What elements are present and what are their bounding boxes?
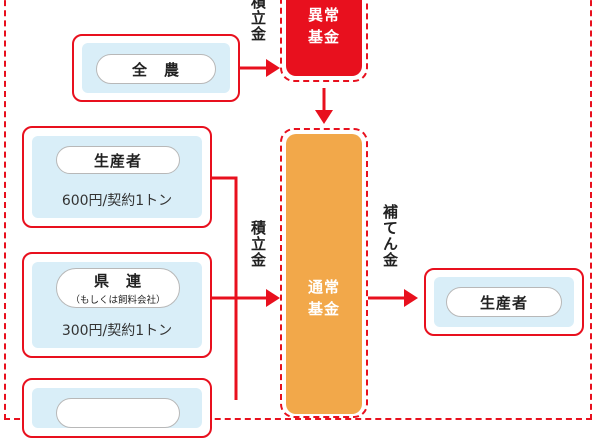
prefecture-sub: （もしくは飼料会社） (70, 295, 166, 306)
arrowhead-zennoh (266, 59, 280, 77)
zennoh-pill: 全 農 (96, 54, 216, 84)
normal-fund-line1: 通常 (307, 278, 340, 296)
reserve-label-top: 積立金 (249, 0, 267, 42)
zennoh-box: 全 農 (72, 34, 240, 102)
zennoh-inner: 全 農 (82, 43, 230, 93)
special-fund-frame (280, 0, 368, 82)
producer-label: 生産者 (93, 151, 142, 170)
special-fund: 異常 基金 (286, 0, 362, 76)
zennoh-label: 全 農 (131, 60, 180, 79)
producer-inner: 生産者 600円/契約1トン (32, 136, 202, 218)
arrowhead-recipient (404, 289, 418, 307)
arrowhead-special-down (315, 110, 333, 124)
connector-producer (212, 176, 238, 400)
prefecture-label: 県 連 (93, 272, 142, 290)
third-source-pill (56, 398, 180, 428)
recipient-inner: 生産者 (434, 277, 574, 327)
prefecture-box: 県 連 （もしくは飼料会社） 300円/契約1トン (22, 252, 212, 358)
compensation-label: 補てん金 (381, 204, 399, 268)
recipient-box: 生産者 (424, 268, 584, 336)
producer-price: 600円/契約1トン (61, 193, 173, 209)
prefecture-pill: 県 連 （もしくは飼料会社） (56, 268, 180, 308)
arrowhead-sources (266, 289, 280, 307)
recipient-pill: 生産者 (446, 287, 562, 317)
producer-box: 生産者 600円/契約1トン (22, 126, 212, 228)
prefecture-price: 300円/契約1トン (61, 323, 173, 339)
connector-lines (212, 59, 418, 400)
producer-pill: 生産者 (56, 146, 180, 174)
normal-fund-line2: 基金 (307, 300, 340, 318)
recipient-label: 生産者 (479, 293, 528, 312)
prefecture-inner: 県 連 （もしくは飼料会社） 300円/契約1トン (32, 262, 202, 348)
special-fund-line2: 基金 (307, 28, 340, 46)
normal-fund: 通常 基金 (286, 134, 362, 414)
special-fund-line1: 異常 (307, 6, 340, 24)
reserve-label-mid: 積立金 (249, 220, 267, 268)
